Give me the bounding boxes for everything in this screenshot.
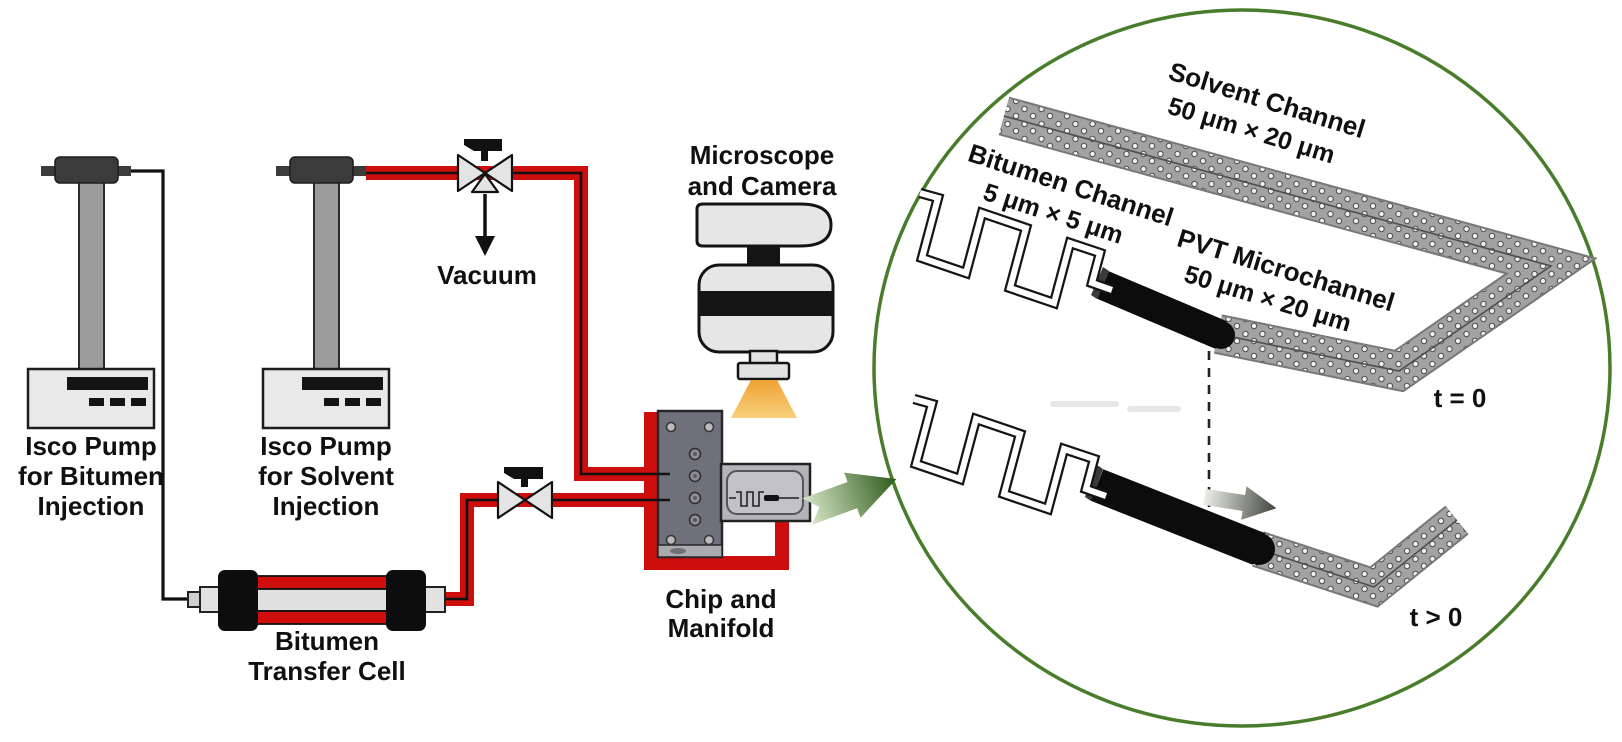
solvent-tube-core	[366, 171, 670, 476]
microscope-camera	[695, 202, 835, 418]
chip-manifold-label-line1: Chip and	[665, 584, 776, 614]
transfer-cell-label-line2: Transfer Cell	[248, 656, 406, 686]
bitumen-serpentine-t0	[915, 187, 1114, 310]
pvt-microchannel-bitumen-t0	[1097, 271, 1227, 349]
microfluidic-chip	[719, 462, 812, 523]
pump-bitumen-label-line1: Isco Pump	[25, 431, 156, 461]
bitumen-serpentine-t1	[909, 393, 1108, 516]
pump-solvent-label-line3: Injection	[273, 491, 380, 521]
structure-t-greater-0	[909, 393, 1469, 608]
transfer-cell-label: Bitumen Transfer Cell	[248, 626, 406, 686]
vacuum-arrow-icon	[475, 194, 495, 256]
faint-artifact-line	[1050, 401, 1181, 412]
isco-pump-bitumen	[26, 156, 156, 430]
pump-solvent-label-line1: Isco Pump	[260, 431, 391, 461]
isco-pump-solvent-label: Isco Pump for Solvent Injection	[258, 431, 394, 521]
manifold-block	[656, 409, 724, 559]
microscope-label-line2: and Camera	[688, 171, 837, 201]
manifold-bolt-icons	[665, 421, 715, 546]
microscope-label-line1: Microscope	[690, 140, 835, 170]
time-later-label: t > 0	[1410, 602, 1463, 632]
structure-t0	[915, 96, 1598, 393]
isco-pump-bitumen-label: Isco Pump for Bitumen Injection	[18, 431, 164, 521]
time-initial-label: t = 0	[1434, 383, 1487, 413]
pump-solvent-label-line2: for Solvent	[258, 461, 394, 491]
transfer-cell-label-line1: Bitumen	[275, 626, 379, 656]
chip-manifold-label-line2: Manifold	[668, 613, 775, 643]
microscope-label: Microscope and Camera	[688, 140, 837, 201]
light-cone-icon	[731, 380, 797, 418]
isco-pump-solvent	[261, 156, 391, 430]
bitumen-tube-core	[444, 498, 670, 601]
pvt-microchannel-bitumen-t1	[1090, 469, 1266, 565]
bitumen-valve-icon	[496, 467, 554, 520]
solvent-tube	[366, 166, 658, 481]
bitumen-pump-line	[131, 169, 190, 601]
pump-bitumen-label-line3: Injection	[38, 491, 145, 521]
inset-pointer-arrow-icon	[802, 472, 897, 525]
bitumen-transfer-cell	[187, 570, 446, 631]
chip-manifold-label: Chip and Manifold	[665, 584, 776, 643]
manifold-tube-wrap	[644, 412, 789, 570]
flow-direction-arrow-icon	[1203, 486, 1277, 520]
vacuum-valve-icon	[456, 139, 514, 194]
pump-bitumen-label-line2: for Bitumen	[18, 461, 164, 491]
vacuum-label: Vacuum	[437, 260, 537, 290]
